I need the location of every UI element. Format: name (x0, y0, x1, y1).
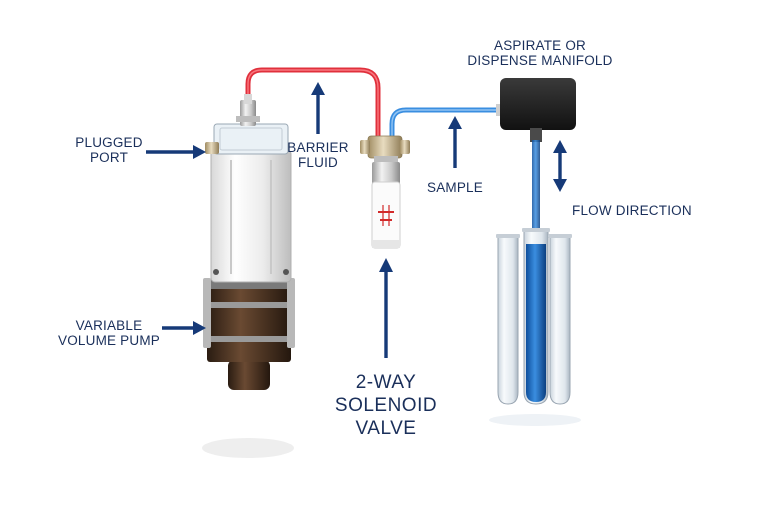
label-plugged-port: PLUGGED PORT (75, 135, 143, 166)
test-tubes (489, 228, 581, 426)
arrow-solenoid-valve (379, 258, 393, 358)
arrow-plugged-port (146, 145, 206, 159)
arrow-flow-direction (553, 140, 567, 192)
arrow-variable-pump (162, 321, 206, 335)
label-manifold: ASPIRATE OR DISPENSE MANIFOLD (467, 38, 613, 69)
label-sample: SAMPLE (427, 180, 483, 195)
variable-volume-pump (202, 94, 295, 458)
sample-tube (389, 107, 503, 145)
arrow-barrier-fluid (311, 82, 325, 134)
label-variable-pump: VARIABLE VOLUME PUMP (58, 318, 160, 349)
aspirate-dispense-manifold (496, 78, 576, 236)
arrow-sample (448, 116, 462, 168)
label-solenoid-valve: 2-WAY SOLENOID VALVE (334, 372, 438, 439)
label-barrier-fluid: BARRIER FLUID (287, 140, 349, 171)
label-flow-direction: FLOW DIRECTION (572, 203, 692, 218)
solenoid-valve (360, 135, 410, 249)
